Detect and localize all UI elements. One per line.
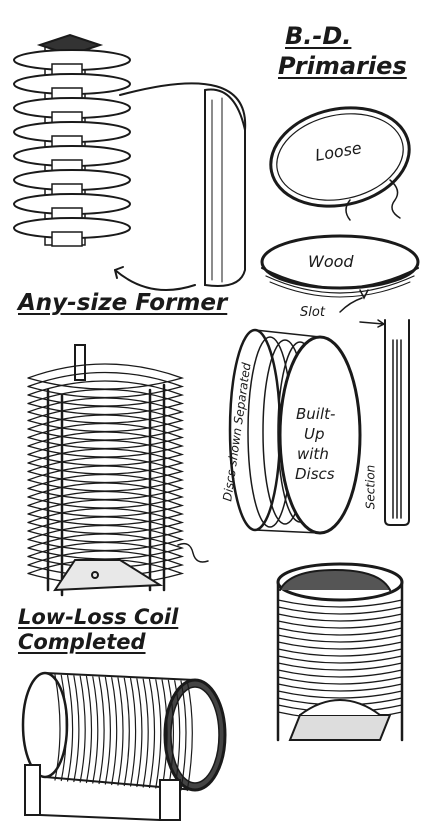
horizontal-turn — [136, 678, 143, 788]
caption-low-loss-coil-line1: Low-Loss Coil — [18, 605, 179, 629]
tube-turn — [277, 648, 403, 657]
tube-turn — [277, 662, 403, 671]
coil-turn — [27, 422, 185, 450]
coil-turn — [27, 371, 185, 399]
coil-turn — [27, 380, 185, 407]
horizontal-turn — [155, 679, 162, 789]
label-built-up-3: with — [297, 445, 329, 463]
tube-turn — [277, 683, 403, 692]
section-drawing — [359, 319, 410, 526]
coil-turn — [27, 388, 185, 416]
horizontal-turn — [117, 677, 124, 786]
horizontal-turn — [73, 675, 80, 783]
label-slot: Slot — [300, 305, 325, 320]
tube-turn — [277, 620, 403, 629]
horizontal-turn — [111, 677, 118, 786]
horizontal-coil-drawing — [21, 671, 227, 821]
horizontal-turn — [98, 676, 105, 785]
horizontal-turn — [174, 680, 181, 791]
coil-turn — [27, 465, 185, 492]
coil-turn — [27, 533, 185, 560]
coil-turns — [27, 363, 185, 586]
horizontal-turn — [142, 678, 149, 788]
horizontal-turn — [104, 676, 111, 785]
horizontal-turn — [180, 680, 187, 791]
tube-turn — [277, 641, 403, 650]
built-up-coil-drawing — [228, 328, 362, 535]
coil-turn — [27, 490, 185, 518]
horizontal-turn — [186, 680, 193, 792]
label-built-up-2: Up — [304, 425, 325, 443]
wood-disc-drawing — [260, 234, 420, 313]
coil-turn — [27, 405, 185, 433]
coil-turn — [27, 482, 185, 509]
tube-turn — [277, 676, 403, 685]
title-line1: B.-D. — [285, 22, 352, 50]
coil-turn — [27, 473, 185, 501]
horizontal-turn — [123, 677, 130, 787]
horizontal-turn — [79, 675, 86, 783]
label-built-up-4: Discs — [295, 465, 335, 483]
low-loss-coil-drawing — [27, 344, 209, 597]
title-line2: Primaries — [278, 52, 407, 80]
label-wood: Wood — [308, 252, 354, 271]
horizontal-turn — [67, 675, 74, 782]
label-built-up-1: Built- — [296, 405, 336, 423]
horizontal-turn — [85, 675, 93, 784]
tube-turn — [277, 655, 403, 664]
tube-turn — [277, 606, 403, 615]
tube-turn — [277, 599, 403, 608]
tube-turn — [277, 634, 403, 643]
former-spindle-block — [51, 231, 83, 247]
coil-turn — [27, 414, 185, 441]
coil-turn — [27, 516, 185, 543]
former-discs — [13, 49, 131, 247]
coil-turn — [27, 524, 185, 552]
horizontal-turn — [54, 674, 61, 781]
horizontal-turn — [148, 678, 156, 789]
horizontal-turn — [92, 676, 99, 784]
coil-turn — [27, 456, 185, 484]
coil-turn — [27, 397, 185, 424]
horizontal-turn — [130, 678, 137, 787]
former-drawing — [13, 33, 247, 291]
loose-ring-drawing — [269, 106, 411, 221]
horizontal-turns — [54, 674, 193, 792]
horizontal-turn — [167, 679, 174, 790]
horizontal-turn — [60, 674, 67, 782]
coil-turn — [27, 499, 185, 526]
coil-turn — [27, 507, 185, 535]
tube-turn — [277, 690, 403, 699]
tube-coil-drawing — [276, 562, 404, 742]
tube-turn — [277, 613, 403, 622]
caption-any-size-former: Any-size Former — [18, 290, 228, 316]
coil-turn — [27, 431, 185, 458]
horizontal-turn — [161, 679, 168, 790]
coil-turn — [27, 363, 185, 390]
coil-turn — [27, 448, 185, 475]
label-section: Section — [363, 464, 378, 510]
tube-turn — [277, 669, 403, 678]
tube-turn — [277, 627, 403, 636]
coil-turn — [27, 439, 185, 467]
caption-low-loss-coil-line2: Completed — [18, 630, 146, 654]
